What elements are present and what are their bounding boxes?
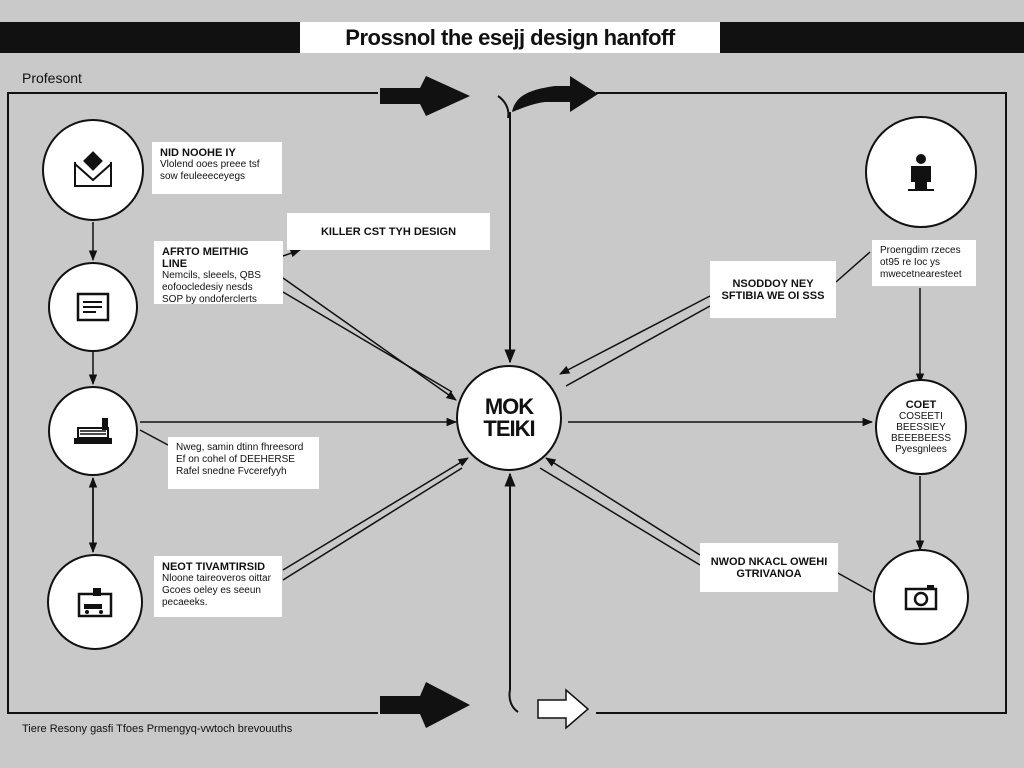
frame-right bbox=[596, 92, 1007, 714]
camera-icon bbox=[904, 585, 938, 611]
hub-line-1: MOK bbox=[484, 394, 534, 419]
label-person: Proengdim rzeces ot95 re Ioc ys mwecetne… bbox=[872, 240, 976, 286]
folder-cart-icon bbox=[77, 588, 113, 618]
label-document: AFRTO MEITHIG LINE Nemcils, sleeels, QBS… bbox=[154, 241, 283, 305]
label-stack: Nweg, samin dtinn fhreesord Ef on cohel … bbox=[168, 437, 319, 489]
central-hub: MOK TEIKI bbox=[456, 365, 562, 471]
label-folder-body: Nloone taireoveros oittar Gcoes oeley es… bbox=[162, 573, 271, 608]
label-nwod-body: GTRIVANOA bbox=[736, 567, 802, 580]
label-killer: KILLER CST TYH DESIGN bbox=[287, 213, 490, 250]
cost-node-body: COSEETI BEESSIEY BEEEBEESS Pyesgnlees bbox=[890, 410, 952, 455]
label-stack-body: Nweg, samin dtinn fhreesord Ef on cohel … bbox=[176, 442, 304, 477]
label-nwod-heading: NWOD NKACL OWEHI bbox=[710, 555, 828, 568]
bottom-arrow-right bbox=[537, 688, 590, 730]
label-folder: NEOT TIVAMTIRSID Nloone taireoveros oitt… bbox=[154, 556, 282, 617]
document-node bbox=[48, 262, 138, 352]
label-nwod: NWOD NKACL OWEHI GTRIVANOA bbox=[700, 543, 838, 592]
camera-node bbox=[873, 549, 969, 645]
folder-node bbox=[47, 554, 143, 650]
label-document-body: Nemcils, sleeels, QBS eofoocledesiy nesd… bbox=[162, 270, 261, 305]
label-nsoddoy-heading: NSODDOY NEY SFTIBIA WE OI SSS bbox=[721, 277, 825, 302]
top-bracket bbox=[497, 95, 510, 119]
person-node bbox=[865, 116, 977, 228]
bottom-bracket bbox=[508, 689, 519, 713]
label-inbox-body: Vlolend ooes preee tsf sow feuleeeceyegs bbox=[160, 159, 260, 182]
document-list-icon bbox=[76, 292, 110, 322]
label-nsoddoy: NSODDOY NEY SFTIBIA WE OI SSS bbox=[710, 261, 836, 318]
stack-node bbox=[48, 386, 138, 476]
cost-node-heading: COET bbox=[905, 398, 937, 411]
footer-caption: Tiere Resony gasfi Tfoes Prmengyq-vwtoch… bbox=[22, 723, 293, 735]
bottom-arrow-left bbox=[380, 682, 470, 728]
label-inbox-heading: NID NOOHE IY bbox=[160, 147, 236, 159]
stacked-papers-icon bbox=[74, 418, 112, 444]
label-inbox: NID NOOHE IY Vlolend ooes preee tsf sow … bbox=[152, 142, 282, 194]
inbox-node bbox=[42, 119, 144, 221]
diagram-title: Prossnol the esejj design hanfoff bbox=[300, 22, 720, 53]
person-icon bbox=[908, 154, 934, 191]
cost-node: COET COSEETI BEESSIEY BEEEBEESS Pyesgnle… bbox=[875, 379, 967, 475]
inbox-diamond-icon bbox=[74, 151, 112, 187]
label-person-body: Proengdim rzeces ot95 re Ioc ys mwecetne… bbox=[880, 245, 962, 280]
label-folder-heading: NEOT TIVAMTIRSID bbox=[162, 561, 266, 573]
top-arrow-right bbox=[512, 76, 598, 112]
label-document-heading: AFRTO MEITHIG LINE bbox=[162, 246, 249, 270]
corner-label: Profesont bbox=[22, 70, 82, 86]
top-arrow-left bbox=[380, 76, 470, 116]
hub-line-2: TEIKI bbox=[483, 416, 535, 441]
frame-left bbox=[7, 92, 378, 714]
label-killer-heading: KILLER CST TYH DESIGN bbox=[320, 225, 457, 238]
